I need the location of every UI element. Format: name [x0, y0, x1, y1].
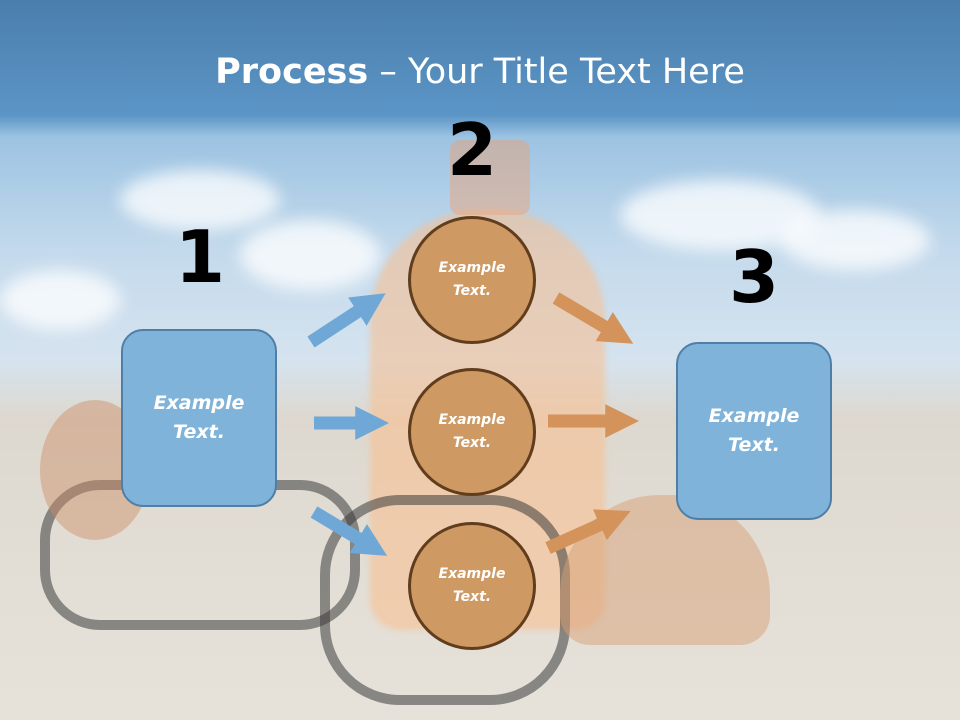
step-number-3: 3 — [728, 235, 780, 319]
arrow-2c-to-3 — [545, 509, 631, 554]
circle-2-text: Example Text. — [438, 412, 506, 451]
circle-1-text: Example Text. — [438, 260, 506, 299]
arrow-1-to-2c — [310, 506, 388, 556]
title-rest: – Your Title Text Here — [368, 52, 745, 92]
step-2-circle-1[interactable]: Example Text. — [408, 216, 536, 344]
slide-title: Process – Your Title Text Here — [0, 52, 960, 92]
step-3-box[interactable]: Example Text. — [676, 342, 832, 520]
step-1-box[interactable]: Example Text. — [121, 329, 277, 507]
step-number-1: 1 — [174, 215, 226, 299]
circle-3-text: Example Text. — [438, 566, 506, 605]
step-number-2: 2 — [446, 108, 498, 192]
step-2-circle-2[interactable]: Example Text. — [408, 368, 536, 496]
step-3-text: Example Text. — [708, 405, 800, 456]
arrow-2a-to-3 — [552, 292, 634, 344]
title-bold: Process — [215, 52, 369, 92]
arrow-1-to-2a — [307, 293, 386, 348]
step-1-text: Example Text. — [153, 392, 245, 443]
step-2-circle-3[interactable]: Example Text. — [408, 522, 536, 650]
